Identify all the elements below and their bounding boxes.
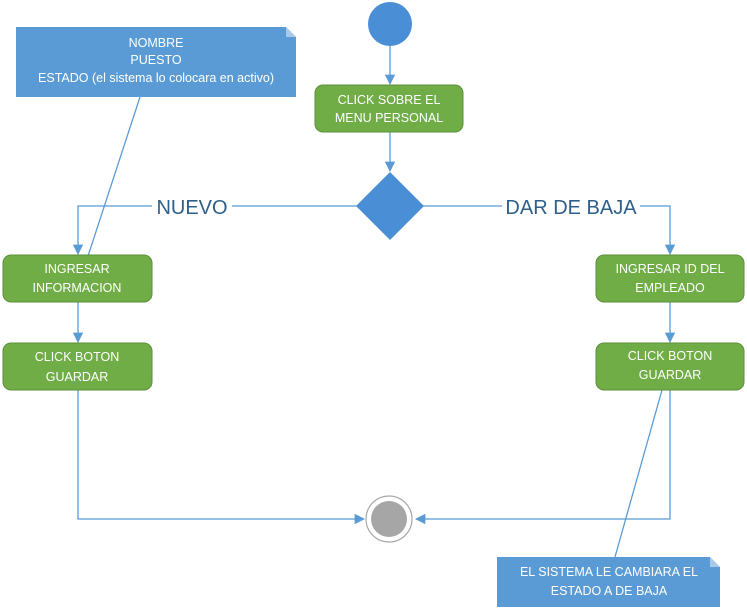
action-ingresar-info-line-2: INFORMACION (33, 281, 122, 295)
action-click-guardar-right: CLICK BOTON GUARDAR (595, 342, 745, 391)
action-ingresar-informacion: INGRESAR INFORMACION (2, 254, 153, 303)
decision-to-ingresar-info-arrow (72, 205, 357, 256)
action-click-menu-line-1: CLICK SOBRE EL (338, 93, 441, 107)
branch-label-dar-de-baja: DAR DE BAJA (505, 197, 637, 219)
note-top: NOMBRE PUESTO ESTADO (el sistema lo colo… (16, 27, 296, 97)
note-top-line-1: NOMBRE (129, 36, 184, 50)
action-guardar-right-line-1: CLICK BOTON (628, 349, 713, 363)
note-top-line-2: PUESTO (130, 53, 181, 67)
guardar-right-to-end-arrow (414, 390, 671, 525)
note-top-line-3: ESTADO (el sistema lo colocara en activo… (38, 71, 274, 85)
note-top-anchor-line (87, 96, 141, 257)
decision-node (356, 172, 424, 240)
branch-label-nuevo: NUEVO (156, 197, 227, 219)
action-guardar-right-line-2: GUARDAR (639, 368, 702, 382)
action-click-menu-line-2: MENU PERSONAL (335, 111, 443, 125)
action-ingresar-id-line-2: EMPLEADO (635, 281, 705, 295)
start-node (368, 2, 412, 46)
action-ingresar-id-empleado: INGRESAR ID DEL EMPLEADO (595, 254, 745, 303)
action-click-menu-personal: CLICK SOBRE EL MENU PERSONAL (314, 84, 464, 133)
end-node (365, 495, 413, 543)
note-bottom-line-2: ESTADO A DE BAJA (551, 584, 668, 598)
action-ingresar-info-line-1: INGRESAR (44, 262, 109, 276)
action-ingresar-id-line-1: INGRESAR ID DEL (615, 262, 724, 276)
action-guardar-left-line-2: GUARDAR (46, 370, 109, 384)
guardar-left-to-end-arrow (77, 390, 366, 525)
note-bottom-line-1: EL SISTEMA LE CAMBIARA EL (520, 565, 698, 579)
note-bottom: EL SISTEMA LE CAMBIARA EL ESTADO A DE BA… (497, 557, 720, 607)
action-guardar-left-line-1: CLICK BOTON (35, 350, 120, 364)
action-click-guardar-left: CLICK BOTON GUARDAR (2, 342, 153, 391)
note-bottom-anchor-line (614, 389, 663, 558)
